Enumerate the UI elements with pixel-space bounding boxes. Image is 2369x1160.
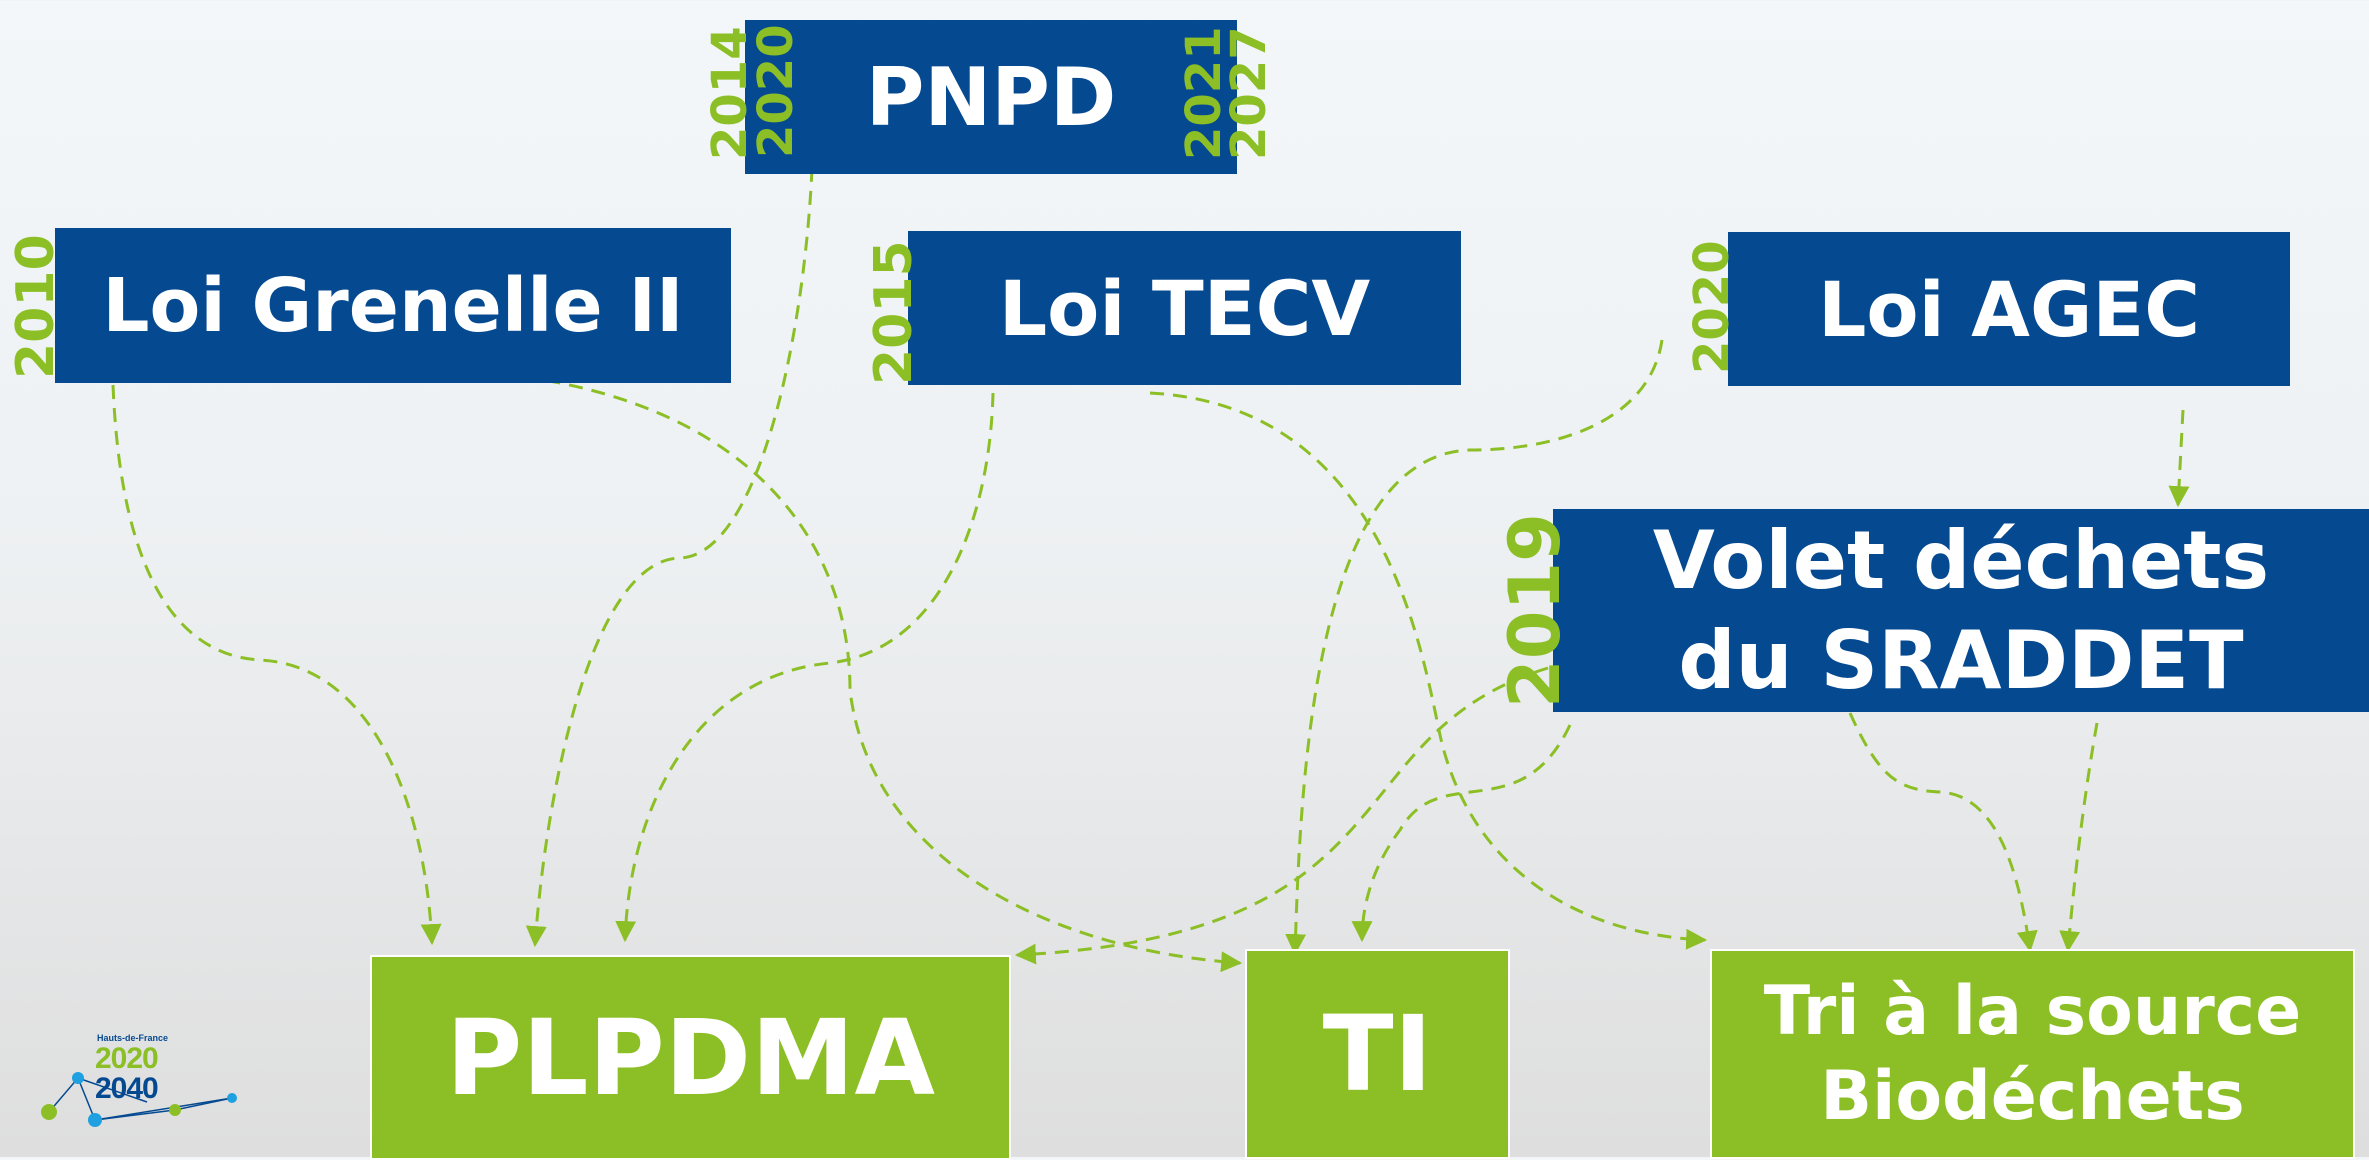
plpdma-box: PLPDMA bbox=[370, 955, 1011, 1160]
arrow-grenelle-ti bbox=[431, 368, 1243, 973]
tri-label-line1: Tri à la source bbox=[1763, 972, 2302, 1051]
logo-title: Hauts-de-France bbox=[97, 1033, 169, 1043]
arrow-sraddet-tri-1 bbox=[1848, 712, 2038, 953]
loi-agec-label: Loi AGEC bbox=[1817, 264, 2201, 354]
sraddet-box: Volet déchets du SRADDET bbox=[1553, 509, 2369, 712]
loi-grenelle-year: 2010 bbox=[6, 234, 66, 380]
logo-year-2020: 2020 bbox=[95, 1042, 159, 1075]
arrow-agec-tri bbox=[2168, 409, 2190, 508]
arrow-sraddet-ti bbox=[1351, 724, 1572, 943]
pnpd-year-start-1: 2014 bbox=[702, 26, 758, 160]
loi-tecv-label: Loi TECV bbox=[998, 263, 1371, 353]
arrow-tecv-plpdma bbox=[615, 392, 995, 943]
tri-biodechets-box: Tri à la source Biodéchets bbox=[1710, 949, 2355, 1159]
loi-grenelle-label: Loi Grenelle II bbox=[102, 262, 684, 349]
arrow-pnpd-plpdma bbox=[525, 167, 814, 948]
loi-agec-year: 2020 bbox=[1684, 240, 1740, 374]
sraddet-year: 2019 bbox=[1494, 513, 1576, 709]
pnpd-box: PNPD bbox=[745, 20, 1237, 174]
pnpd-year-end-2: 2027 bbox=[1221, 26, 1277, 160]
sraddet-label-line1: Volet déchets bbox=[1652, 513, 2270, 607]
pnpd-year-start-2: 2020 bbox=[748, 24, 804, 158]
pnpd-label: PNPD bbox=[865, 50, 1117, 144]
tri-label-line2: Biodéchets bbox=[1820, 1057, 2245, 1136]
arrow-tecv-tri bbox=[1149, 391, 1708, 950]
arrow-agec-ti bbox=[1285, 339, 1664, 956]
arrow-sraddet-tri-2 bbox=[2059, 722, 2099, 953]
loi-tecv-box: Loi TECV bbox=[908, 231, 1461, 385]
plpdma-label: PLPDMA bbox=[445, 996, 936, 1119]
ti-label: TI bbox=[1322, 993, 1433, 1115]
logo-network-graphic bbox=[41, 1072, 237, 1127]
loi-agec-box: Loi AGEC bbox=[1728, 232, 2290, 386]
hauts-de-france-2020-2040-logo: Hauts-de-France 2020 2040 bbox=[35, 1030, 245, 1140]
sraddet-label-line2: du SRADDET bbox=[1678, 613, 2244, 707]
loi-grenelle-box: Loi Grenelle II bbox=[55, 228, 731, 383]
logo-year-2040: 2040 bbox=[95, 1072, 159, 1105]
ti-box: TI bbox=[1245, 949, 1510, 1159]
arrow-grenelle-plpdma bbox=[111, 384, 442, 946]
loi-tecv-year: 2015 bbox=[864, 240, 924, 386]
arrow-sraddet-plpdma bbox=[1014, 666, 1549, 965]
